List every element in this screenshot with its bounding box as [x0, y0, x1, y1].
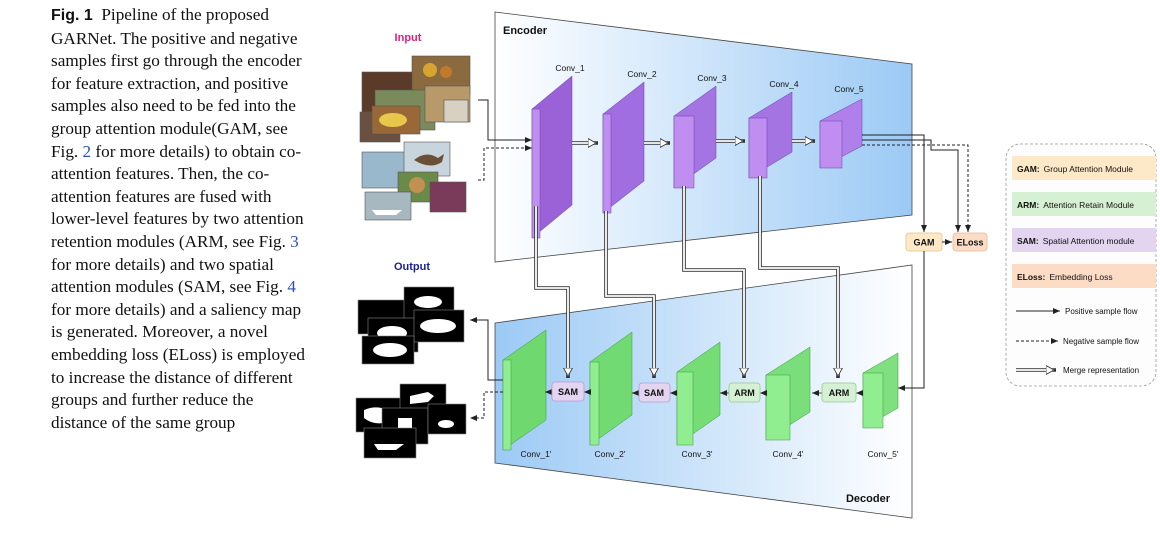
decoder-conv-3-label: Conv_3': [682, 449, 713, 459]
legend: GAM:Group Attention Module ARM:Attention…: [1005, 143, 1157, 387]
svg-text:GAM:Group Attention Module: GAM:Group Attention Module: [1017, 164, 1133, 174]
decoder-conv-3: Conv_3': [676, 341, 721, 459]
sam-module-2: SAM: [638, 382, 671, 403]
fig-2-link[interactable]: 2: [82, 141, 92, 161]
svg-text:SAM:Spatial Attention module: SAM:Spatial Attention module: [1017, 236, 1135, 246]
decoder-conv-2: Conv_2': [589, 331, 633, 459]
fig-4-link[interactable]: 4: [287, 277, 296, 297]
decoder-conv-4-label: Conv_4': [773, 449, 804, 459]
arm-module-2: ARM: [821, 382, 857, 403]
encoder-conv-5: Conv_5: [819, 84, 864, 169]
decoder-conv-5-label: Conv_5': [868, 449, 899, 459]
negative-to-eloss-arrow: [862, 144, 971, 232]
decoder-label: Decoder: [846, 493, 891, 505]
caption-text-1: Pipeline of the proposed GARNet. The pos…: [51, 5, 302, 161]
svg-text:Merge representation: Merge representation: [1063, 366, 1139, 375]
decoder-conv-5: Conv_5': [862, 352, 899, 459]
svg-text:ARM: ARM: [829, 388, 850, 398]
decoder-conv-1: Conv_1': [502, 329, 552, 459]
encoder-to-gam-arrow: [862, 134, 927, 232]
encoder-to-eloss-arrow: [862, 139, 961, 232]
svg-text:SAM: SAM: [644, 388, 664, 398]
encoder-conv-3-label: Conv_3: [697, 73, 727, 83]
encoder-conv-1-label: Conv_1: [555, 63, 585, 73]
positive-output-arrow: [470, 317, 503, 381]
svg-text:SAM: SAM: [558, 387, 578, 397]
svg-text:Negative sample flow: Negative sample flow: [1063, 337, 1139, 346]
arm-module-1: ARM: [728, 382, 761, 403]
negative-sample-images: [361, 141, 467, 221]
decoder-conv-2-label: Conv_2': [595, 449, 626, 459]
legend-positive-flow: Positive sample flow: [1016, 307, 1138, 316]
gam-module: GAM: [905, 232, 943, 252]
sam-module-1: SAM: [551, 381, 585, 402]
positive-sample-images: [359, 55, 471, 143]
legend-negative-flow: Negative sample flow: [1016, 337, 1139, 346]
gam-to-decoder-arrow: [898, 251, 925, 391]
negative-output-arrow: [470, 391, 503, 421]
encoder-conv-5-label: Conv_5: [834, 84, 864, 94]
decoder-conv-1-label: Conv_1': [521, 449, 552, 459]
eloss-module: ELoss: [952, 232, 988, 252]
positive-input-arrow: [478, 99, 532, 143]
encoder-conv-2-label: Conv_2: [627, 69, 657, 79]
output-label: Output: [394, 261, 430, 273]
encoder-conv-4-label: Conv_4: [769, 79, 799, 89]
positive-saliency-maps: [357, 286, 465, 365]
encoder-conv-1: Conv_1: [531, 63, 585, 239]
fig-3-link[interactable]: 3: [290, 231, 299, 251]
svg-text:ELoss: ELoss: [956, 238, 983, 248]
svg-text:GAM: GAM: [914, 238, 935, 248]
figure-label: Fig. 1: [51, 7, 93, 24]
input-label: Input: [395, 32, 422, 44]
legend-merge: Merge representation: [1016, 366, 1139, 375]
encoder-conv-4: Conv_4: [748, 79, 799, 179]
legend-sam: SAM:Spatial Attention module: [1012, 228, 1156, 252]
encoder-conv-3: Conv_3: [673, 73, 727, 189]
decoder-conv-4: Conv_4': [765, 346, 811, 459]
caption-text-4: for more details) and a saliency map is …: [51, 299, 305, 432]
caption-text-2: for more details) to obtain co-attention…: [51, 141, 304, 251]
caption-text-3: for more details) and two spatial attent…: [51, 254, 284, 297]
svg-text:ELoss:Embedding Loss: ELoss:Embedding Loss: [1017, 272, 1113, 282]
legend-gam: GAM:Group Attention Module: [1012, 156, 1156, 180]
svg-text:ARM:Attention Retain Module: ARM:Attention Retain Module: [1017, 200, 1134, 210]
legend-arm: ARM:Attention Retain Module: [1012, 192, 1156, 216]
encoder-label: Encoder: [503, 25, 548, 37]
negative-saliency-maps: [355, 383, 467, 459]
svg-text:Positive sample flow: Positive sample flow: [1065, 307, 1138, 316]
svg-text:ARM: ARM: [734, 388, 755, 398]
figure-caption: Fig. 1 Pipeline of the proposed GARNet. …: [51, 4, 313, 434]
legend-eloss: ELoss:Embedding Loss: [1012, 264, 1156, 288]
negative-input-arrow: [478, 145, 532, 181]
